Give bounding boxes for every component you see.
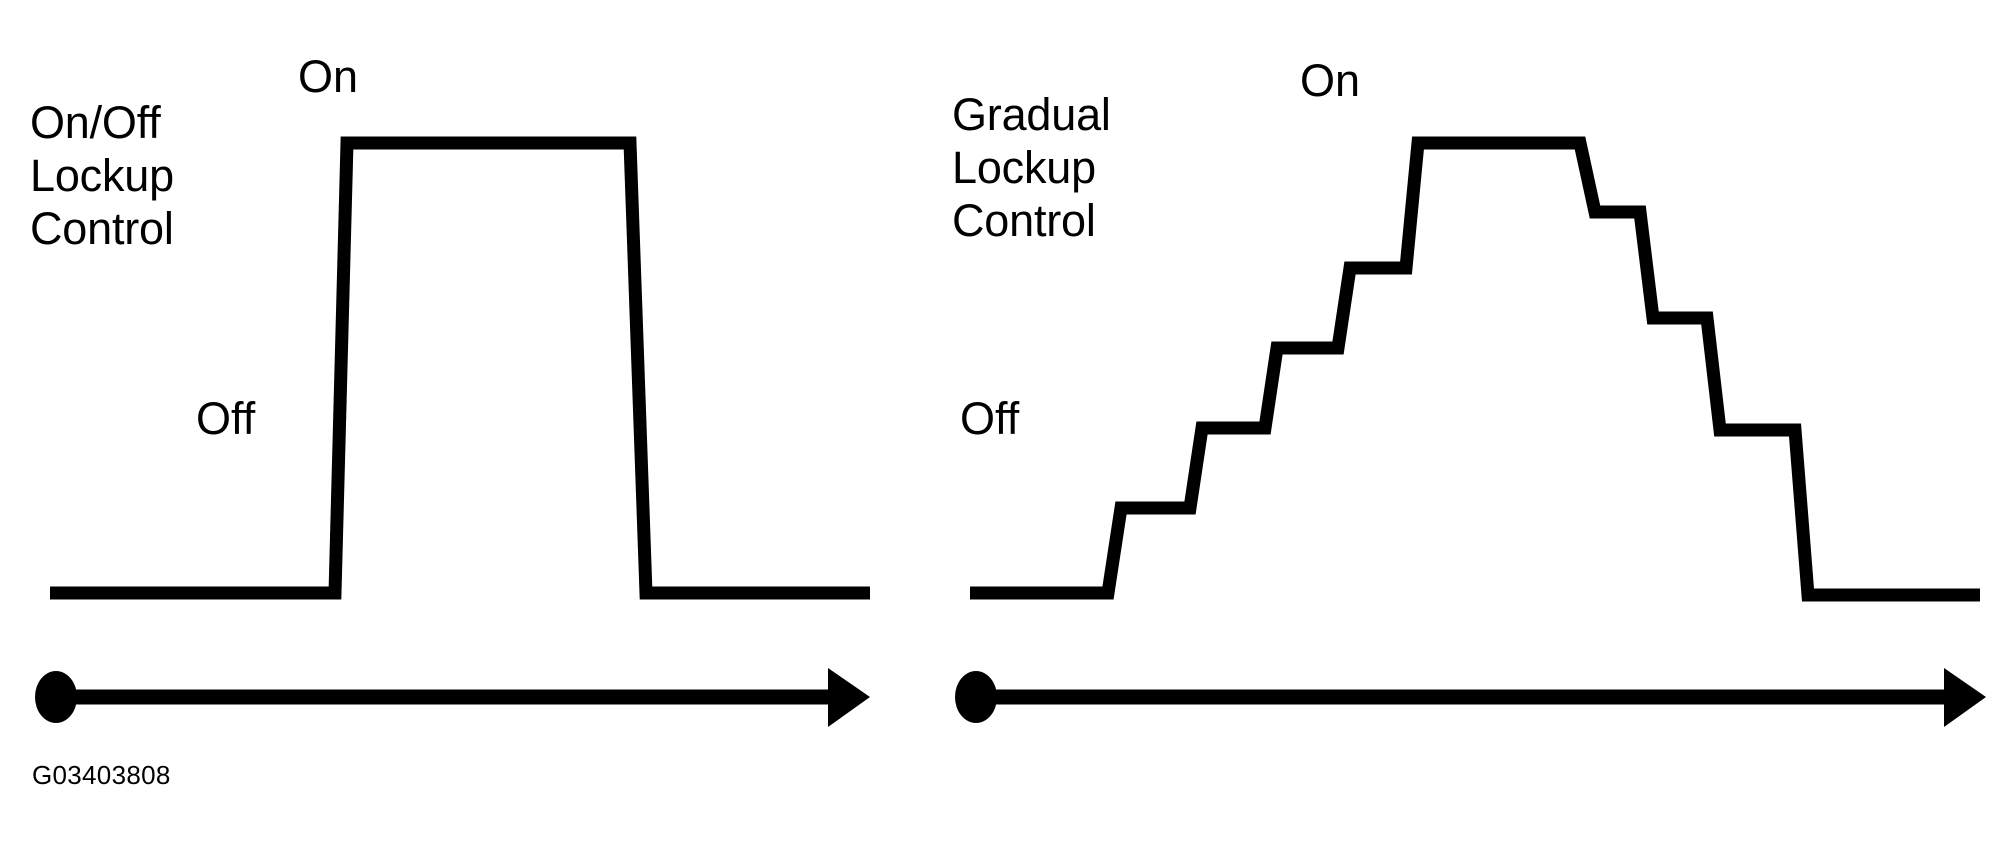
figure-id-label: G03403808 [32, 760, 171, 790]
gradual-control-label: Gradual Lockup Control [952, 89, 1111, 247]
panel-onoff-lockup-control: On/Off Lockup Control On Off [0, 0, 940, 849]
onoff-waveform-trace [50, 136, 870, 600]
onoff-on-state-label: On [298, 51, 359, 102]
gradual-on-state-label: On [1300, 55, 1361, 106]
time-axis-arrowhead [1944, 668, 1986, 727]
onoff-control-label: On/Off Lockup Control [30, 97, 174, 255]
panel-gradual-lockup-control: Gradual Lockup Control On Off [940, 0, 2015, 849]
onoff-waveform-graphic [35, 136, 870, 727]
gradual-waveform-trace [970, 136, 1980, 602]
gradual-waveform-graphic [955, 136, 1986, 727]
onoff-off-state-label: Off [196, 393, 256, 444]
gradual-off-state-label: Off [960, 393, 1020, 444]
time-axis-arrowhead [828, 668, 870, 727]
